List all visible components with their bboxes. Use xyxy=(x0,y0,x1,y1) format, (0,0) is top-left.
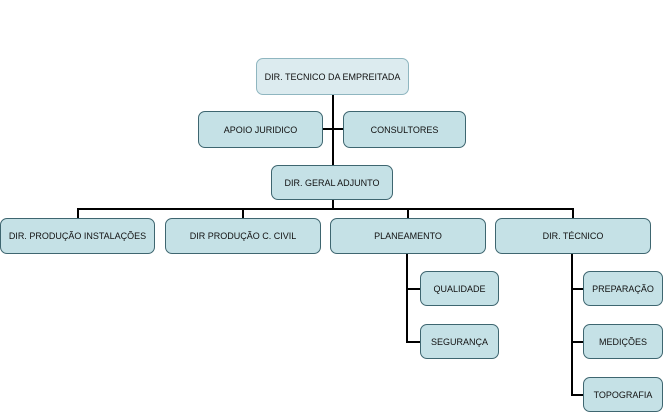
connector-top-to-deputy xyxy=(332,94,334,166)
measurements-box: MEDIÇÕES xyxy=(583,324,663,359)
deputy-director-box: DIR. GERAL ADJUNTO xyxy=(271,165,393,200)
quality-box: QUALIDADE xyxy=(420,271,499,306)
topography-box: TOPOGRAFIA xyxy=(583,377,663,412)
connector-preparation xyxy=(571,288,583,290)
consultants-box: CONSULTORES xyxy=(343,111,466,148)
connector-technical-units-spine xyxy=(571,253,573,395)
connector-deputy-down xyxy=(332,199,334,209)
connector-installations-drop xyxy=(77,208,79,218)
top-director-box: DIR. TECNICO DA EMPREITADA xyxy=(256,58,409,95)
preparation-box: PREPARAÇÃO xyxy=(583,271,663,306)
connector-civil-drop xyxy=(242,208,244,218)
technical-director-box: DIR. TÉCNICO xyxy=(495,218,651,254)
connector-planning-units-spine xyxy=(406,253,408,342)
legal-support-box: APOIO JURIDICO xyxy=(198,111,323,148)
connector-advisors xyxy=(322,128,344,130)
connector-planning-drop xyxy=(407,208,409,218)
planning-box: PLANEAMENTO xyxy=(330,218,486,254)
connector-technical-drop xyxy=(572,208,574,218)
connector-topography xyxy=(571,394,583,396)
connector-quality xyxy=(406,288,420,290)
connector-measurements xyxy=(571,341,583,343)
connector-department-bus xyxy=(77,208,573,210)
installations-director-box: DIR. PRODUÇÃO INSTALAÇÕES xyxy=(0,218,155,254)
civil-director-box: DIR PRODUÇÃO C. CIVIL xyxy=(165,218,321,254)
connector-safety xyxy=(406,341,420,343)
safety-box: SEGURANÇA xyxy=(420,324,499,359)
